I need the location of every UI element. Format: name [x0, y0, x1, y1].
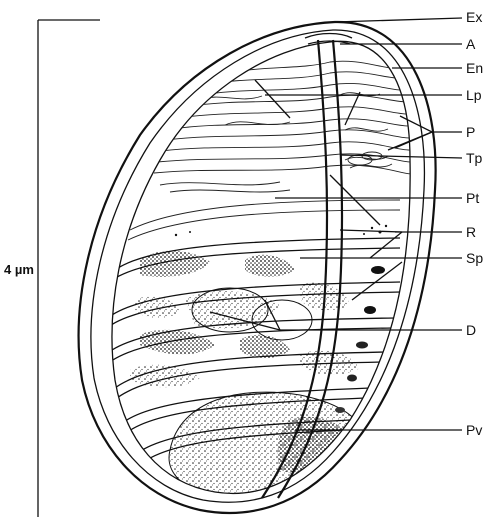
structure-labels: Ex A En Lp P Tp Pt R Sp D Pv — [466, 9, 483, 438]
label-d: D — [466, 322, 476, 338]
label-sp: Sp — [466, 250, 483, 266]
label-pv: Pv — [466, 422, 482, 438]
label-en: En — [466, 60, 483, 76]
label-pt: Pt — [466, 190, 479, 206]
label-r: R — [466, 224, 476, 240]
label-p: P — [466, 124, 475, 140]
label-ex: Ex — [466, 9, 482, 25]
scale-bar-label: 4 µm — [4, 262, 34, 277]
label-tp: Tp — [466, 150, 483, 166]
filament-cross-sections — [335, 266, 385, 413]
label-lp: Lp — [466, 87, 482, 103]
label-a: A — [466, 36, 476, 52]
